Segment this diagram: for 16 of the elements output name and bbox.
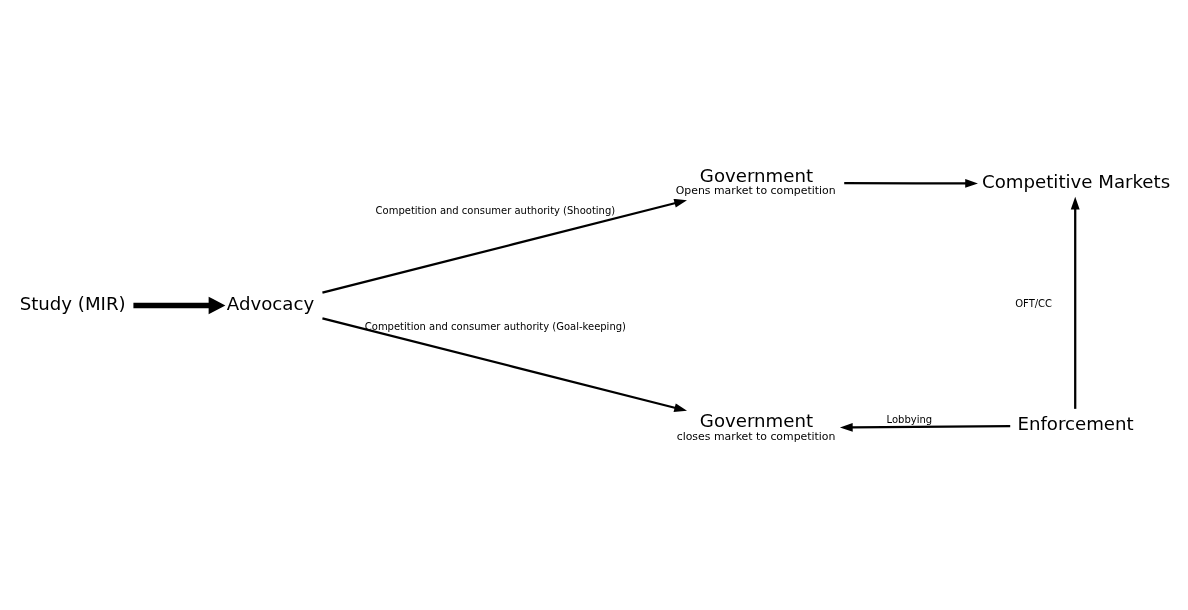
edge-label: Competition and consumer authority (Goal-keeping) [364,320,626,332]
arrow [1070,196,1080,409]
node-text: Competitive Markets [982,170,1171,192]
edge-label: OFT/CC [1015,297,1053,309]
node-text: Enforcement [1017,412,1134,434]
arrow [322,198,687,294]
node-text: Advocacy [226,292,315,314]
edge-label: Lobbying [886,413,933,425]
arrow [133,296,226,314]
arrow [322,316,687,412]
node-text: Government Opens market to competition [675,164,836,197]
node-text: Government closes market to competition [676,409,836,443]
arrow [839,422,1011,432]
arrow [844,178,978,188]
edge-label: Competition and consumer authority (Shooting) [375,204,616,216]
node-text: Study (MIR) [19,292,126,314]
